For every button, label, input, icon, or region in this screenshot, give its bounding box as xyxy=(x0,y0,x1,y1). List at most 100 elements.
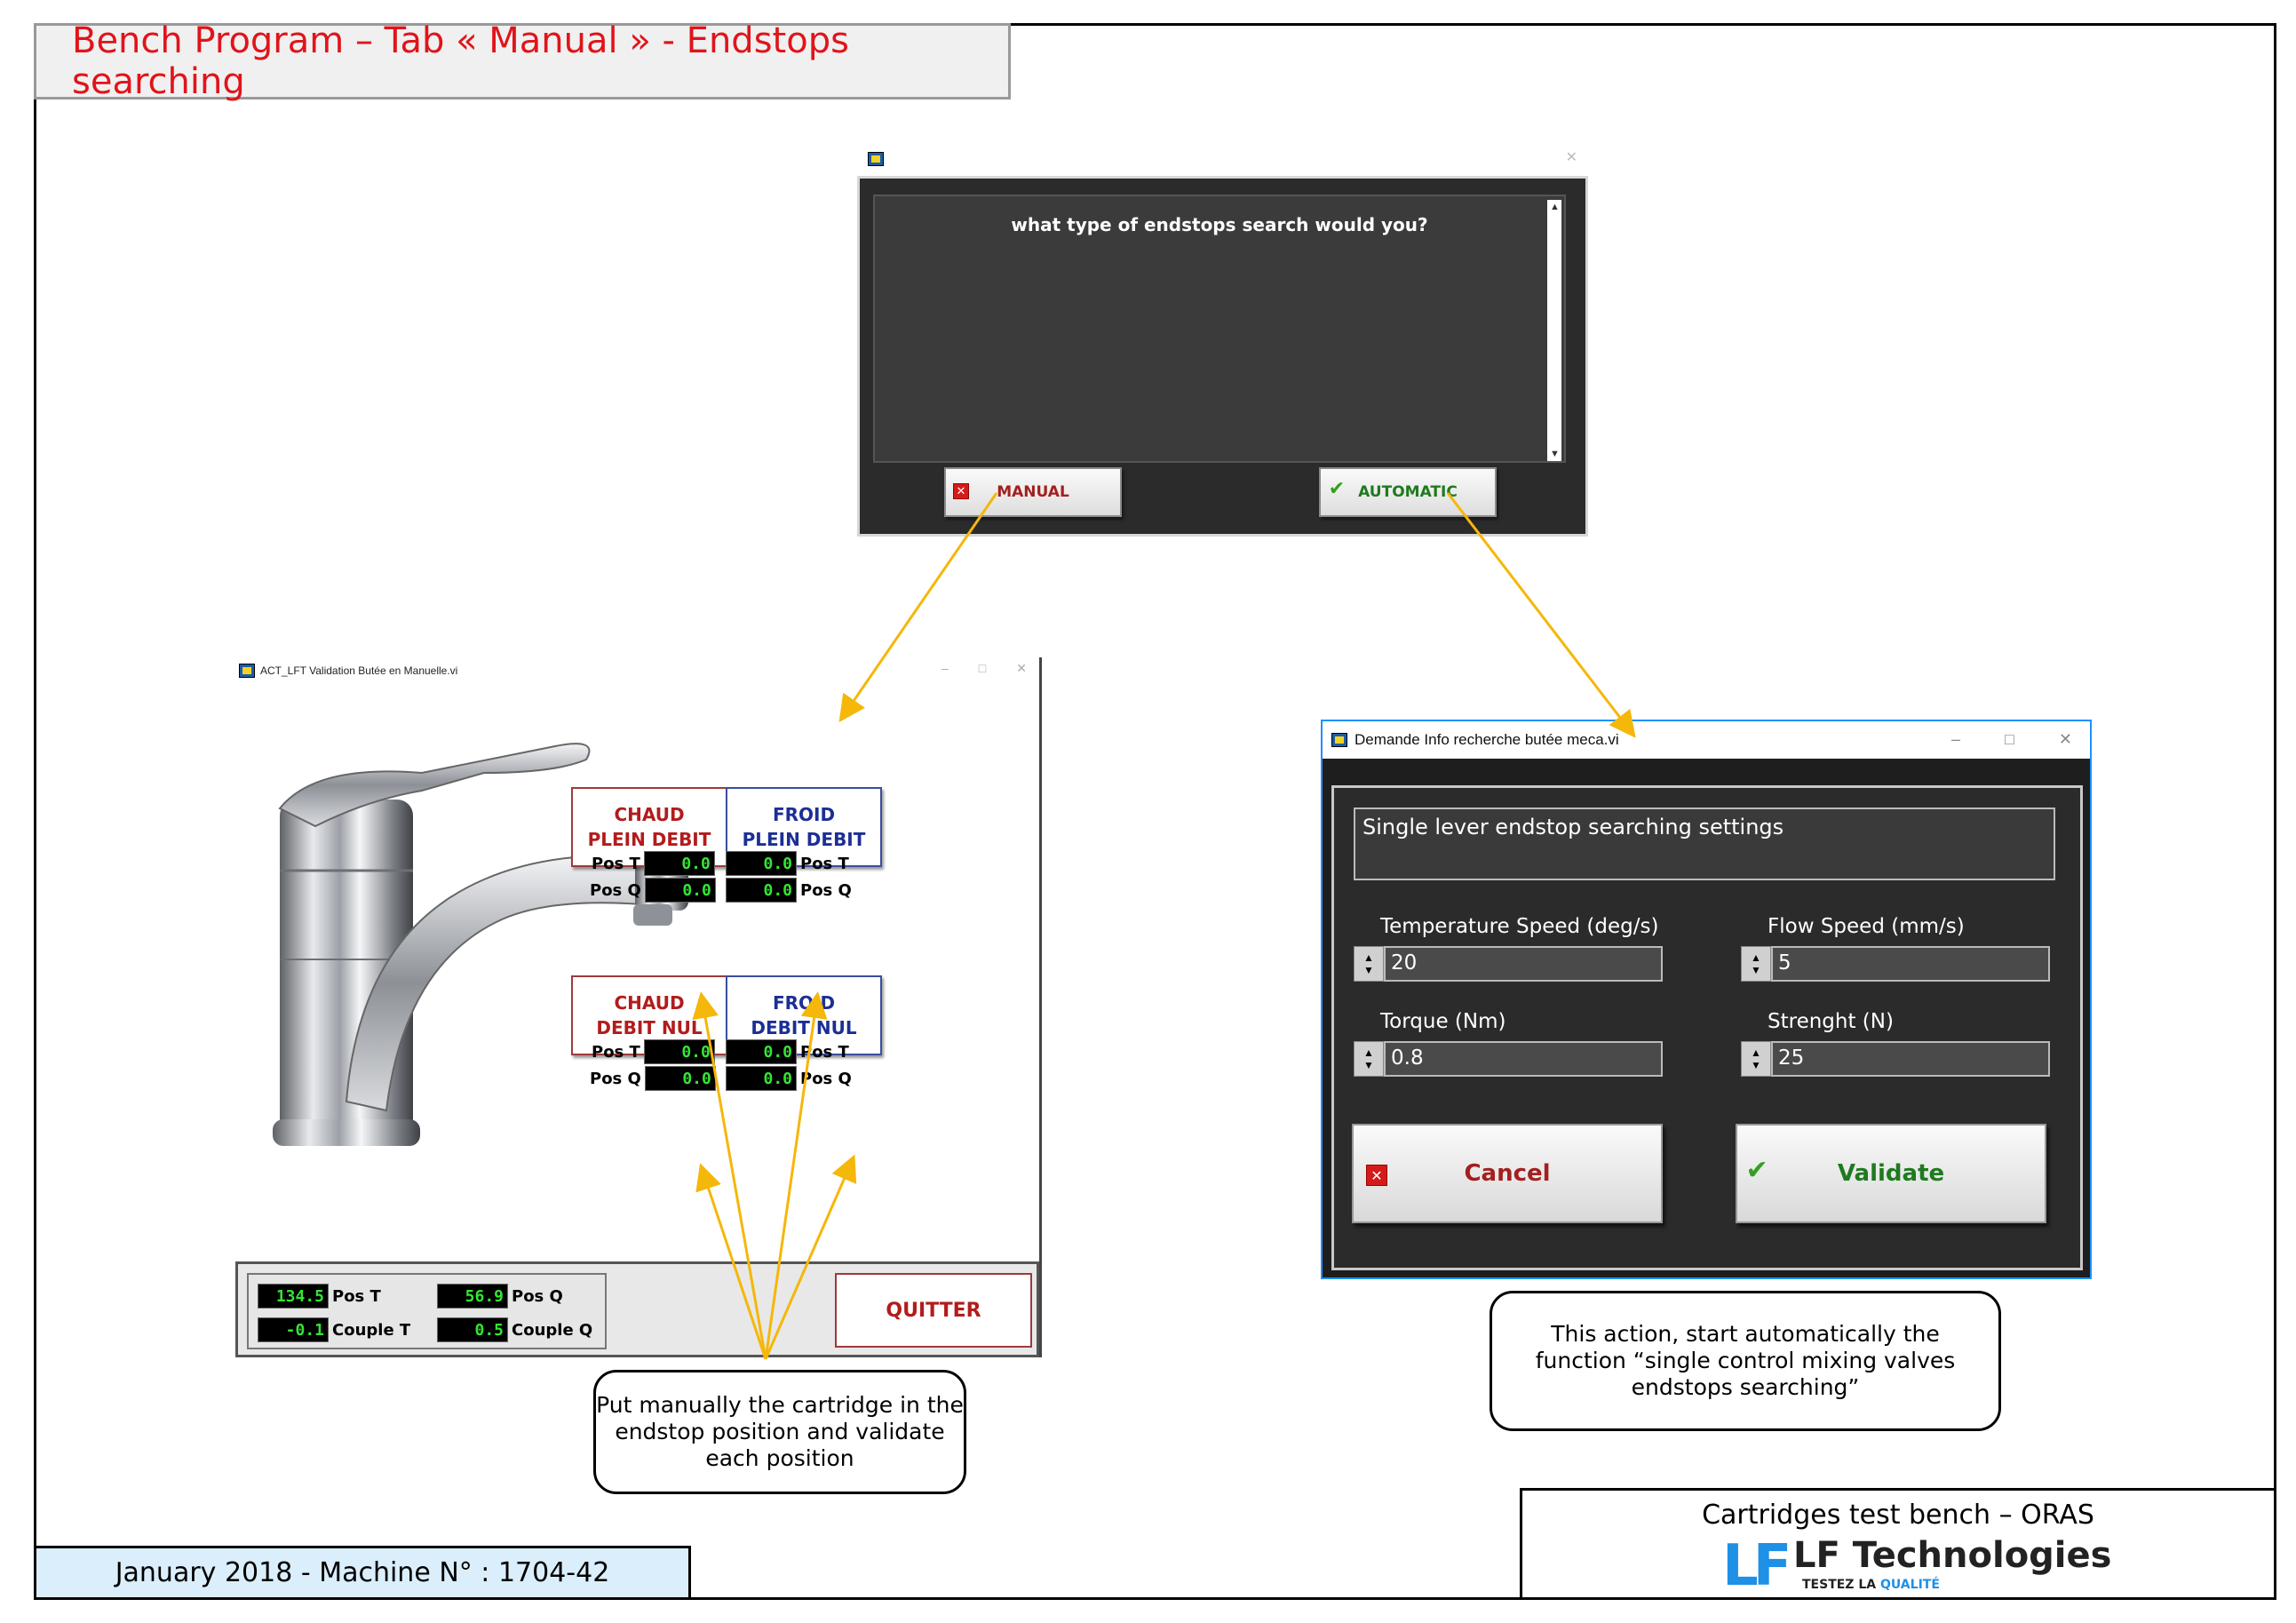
pos-t-label: Pos T xyxy=(592,854,640,873)
minimize-icon[interactable]: – xyxy=(1951,730,1961,748)
settings-titlebar: Demande Info recherche butée meca.vi – □… xyxy=(1321,720,2092,759)
live-couple-q: 0.5 Couple Q xyxy=(437,1317,592,1342)
logo-tagline-accent: QUALITÉ xyxy=(1879,1578,1940,1592)
pos-t-label: Pos T xyxy=(800,854,849,873)
bench-name: Cartridges test bench – ORAS xyxy=(1702,1500,2094,1531)
manual-button-label: MANUAL xyxy=(997,483,1069,501)
cold-full-line2: PLEIN DEBIT xyxy=(742,829,866,850)
pos-q-value: 0.0 xyxy=(726,878,797,903)
cancel-button[interactable]: ✕ Cancel xyxy=(1352,1124,1663,1223)
pos-t-value: 0.0 xyxy=(643,851,715,876)
spinner-icon[interactable]: ▲▼ xyxy=(1741,946,1771,982)
cross-icon: ✕ xyxy=(953,483,969,499)
check-icon: ✔ xyxy=(1328,477,1346,500)
pos-q-label: Pos Q xyxy=(590,1069,641,1088)
validate-label: Validate xyxy=(1837,1160,1945,1187)
live-pos-t-value: 134.5 xyxy=(258,1284,329,1309)
hot-zero-pos-q: Pos Q 0.0 xyxy=(590,1066,716,1091)
manual-window-title: ACT_LFT Validation Butée en Manuelle.vi xyxy=(260,664,458,677)
maximize-icon[interactable]: □ xyxy=(2005,730,2014,748)
pos-t-value: 0.0 xyxy=(726,1039,797,1064)
cold-zero-pos-q: 0.0 Pos Q xyxy=(726,1066,852,1091)
scroll-up-icon[interactable]: ▲ xyxy=(1550,202,1560,212)
pos-t-label: Pos T xyxy=(592,1042,640,1062)
slide-frame xyxy=(34,23,2276,1600)
spinner-icon[interactable]: ▲▼ xyxy=(1741,1041,1771,1077)
footer-logo-box: Cartridges test bench – ORAS LF LF Techn… xyxy=(1520,1488,2276,1600)
pos-t-label: Pos T xyxy=(800,1042,849,1062)
pos-t-value: 0.0 xyxy=(643,1039,715,1064)
flow-speed-label: Flow Speed (mm/s) xyxy=(1768,915,1965,938)
torque-label: Torque (Nm) xyxy=(1380,1010,1506,1033)
cold-full-line1: FROID xyxy=(772,804,836,825)
footer-date-machine: January 2018 - Machine N° : 1704-42 xyxy=(34,1546,691,1600)
cold-zero-pos-t: 0.0 Pos T xyxy=(726,1039,849,1064)
live-pos-t: 134.5 Pos T xyxy=(258,1284,381,1309)
settings-window: Single lever endstop searching settings … xyxy=(1321,759,2092,1279)
hot-zero-line2: DEBIT NUL xyxy=(596,1017,703,1038)
vertical-scrollbar[interactable]: ▲ ▼ xyxy=(1547,200,1561,461)
automatic-callout: This action, start automatically the fun… xyxy=(1490,1291,2001,1431)
settings-panel: Single lever endstop searching settings … xyxy=(1331,785,2083,1270)
live-pos-t-label: Pos T xyxy=(332,1286,381,1306)
live-pos-q: 56.9 Pos Q xyxy=(437,1284,563,1309)
pos-q-label: Pos Q xyxy=(800,880,852,900)
flow-speed-field: ▲▼ 5 xyxy=(1741,946,2050,982)
live-couple-t-label: Couple T xyxy=(332,1320,411,1340)
spinner-icon[interactable]: ▲▼ xyxy=(1354,946,1384,982)
close-icon[interactable]: ✕ xyxy=(2058,730,2072,748)
strength-input[interactable]: 25 xyxy=(1771,1041,2050,1077)
hot-full-pos-t: Pos T 0.0 xyxy=(592,851,715,876)
cancel-label: Cancel xyxy=(1464,1160,1551,1187)
cross-icon: ✕ xyxy=(1366,1165,1387,1186)
logo-tagline: TESTEZ LA QUALITÉ xyxy=(1802,1578,1940,1592)
automatic-button-label: AUTOMATIC xyxy=(1358,483,1458,501)
scroll-down-icon[interactable]: ▼ xyxy=(1550,449,1560,459)
live-pos-q-label: Pos Q xyxy=(512,1286,563,1306)
pos-q-value: 0.0 xyxy=(644,878,716,903)
close-icon[interactable]: ✕ xyxy=(1565,150,1577,165)
spinner-icon[interactable]: ▲▼ xyxy=(1354,1041,1384,1077)
question-text: what type of endstops search would you? xyxy=(1011,214,1428,235)
slide-title-box: Bench Program – Tab « Manual » - Endstop… xyxy=(34,20,1011,102)
quit-button[interactable]: QUITTER xyxy=(835,1273,1032,1348)
pos-t-value: 0.0 xyxy=(726,851,797,876)
labview-icon xyxy=(239,664,255,678)
hot-zero-pos-t: Pos T 0.0 xyxy=(592,1039,715,1064)
manual-button[interactable]: ✕ MANUAL xyxy=(944,467,1122,517)
live-couple-t-value: -0.1 xyxy=(258,1317,329,1342)
torque-field: ▲▼ 0.8 xyxy=(1354,1041,1663,1077)
strength-label: Strenght (N) xyxy=(1768,1010,1894,1033)
temp-speed-input[interactable]: 20 xyxy=(1384,946,1663,982)
hot-full-line2: PLEIN DEBIT xyxy=(587,829,711,850)
labview-icon xyxy=(1331,733,1347,747)
check-icon: ✔ xyxy=(1745,1154,1768,1186)
manual-callout: Put manually the cartridge in the endsto… xyxy=(593,1370,966,1494)
hot-zero-line1: CHAUD xyxy=(614,992,685,1014)
temp-speed-field: ▲▼ 20 xyxy=(1354,946,1663,982)
cold-zero-line2: DEBIT NUL xyxy=(751,1017,857,1038)
flow-speed-input[interactable]: 5 xyxy=(1771,946,2050,982)
close-icon[interactable]: ✕ xyxy=(1016,661,1027,675)
lf-technologies-logo: LF LF Technologies TESTEZ LA QUALITÉ xyxy=(1722,1533,2149,1600)
maximize-icon[interactable]: □ xyxy=(978,661,987,675)
pos-q-label: Pos Q xyxy=(800,1069,852,1088)
pos-q-value: 0.0 xyxy=(726,1066,797,1091)
hot-full-line1: CHAUD xyxy=(614,804,685,825)
manual-footer: 134.5 Pos T 56.9 Pos Q -0.1 Couple T 0.5… xyxy=(235,1261,1039,1357)
labview-icon xyxy=(868,152,884,166)
settings-window-title: Demande Info recherche butée meca.vi xyxy=(1355,731,1619,748)
validate-button[interactable]: ✔ Validate xyxy=(1736,1124,2046,1223)
hot-full-pos-q: Pos Q 0.0 xyxy=(590,878,716,903)
pos-q-label: Pos Q xyxy=(590,880,641,900)
torque-input[interactable]: 0.8 xyxy=(1384,1041,1663,1077)
logo-mark: LF xyxy=(1722,1533,1792,1599)
logo-name: LF Technologies xyxy=(1793,1535,2112,1576)
minimize-icon[interactable]: – xyxy=(941,661,949,675)
automatic-button[interactable]: ✔ AUTOMATIC xyxy=(1319,467,1497,517)
manual-window: ACT_LFT Validation Butée en Manuelle.vi … xyxy=(235,657,1042,1357)
live-couple-t: -0.1 Couple T xyxy=(258,1317,410,1342)
cold-full-pos-t: 0.0 Pos T xyxy=(726,851,849,876)
manual-titlebar: ACT_LFT Validation Butée en Manuelle.vi … xyxy=(235,657,1039,684)
pos-q-value: 0.0 xyxy=(644,1066,716,1091)
